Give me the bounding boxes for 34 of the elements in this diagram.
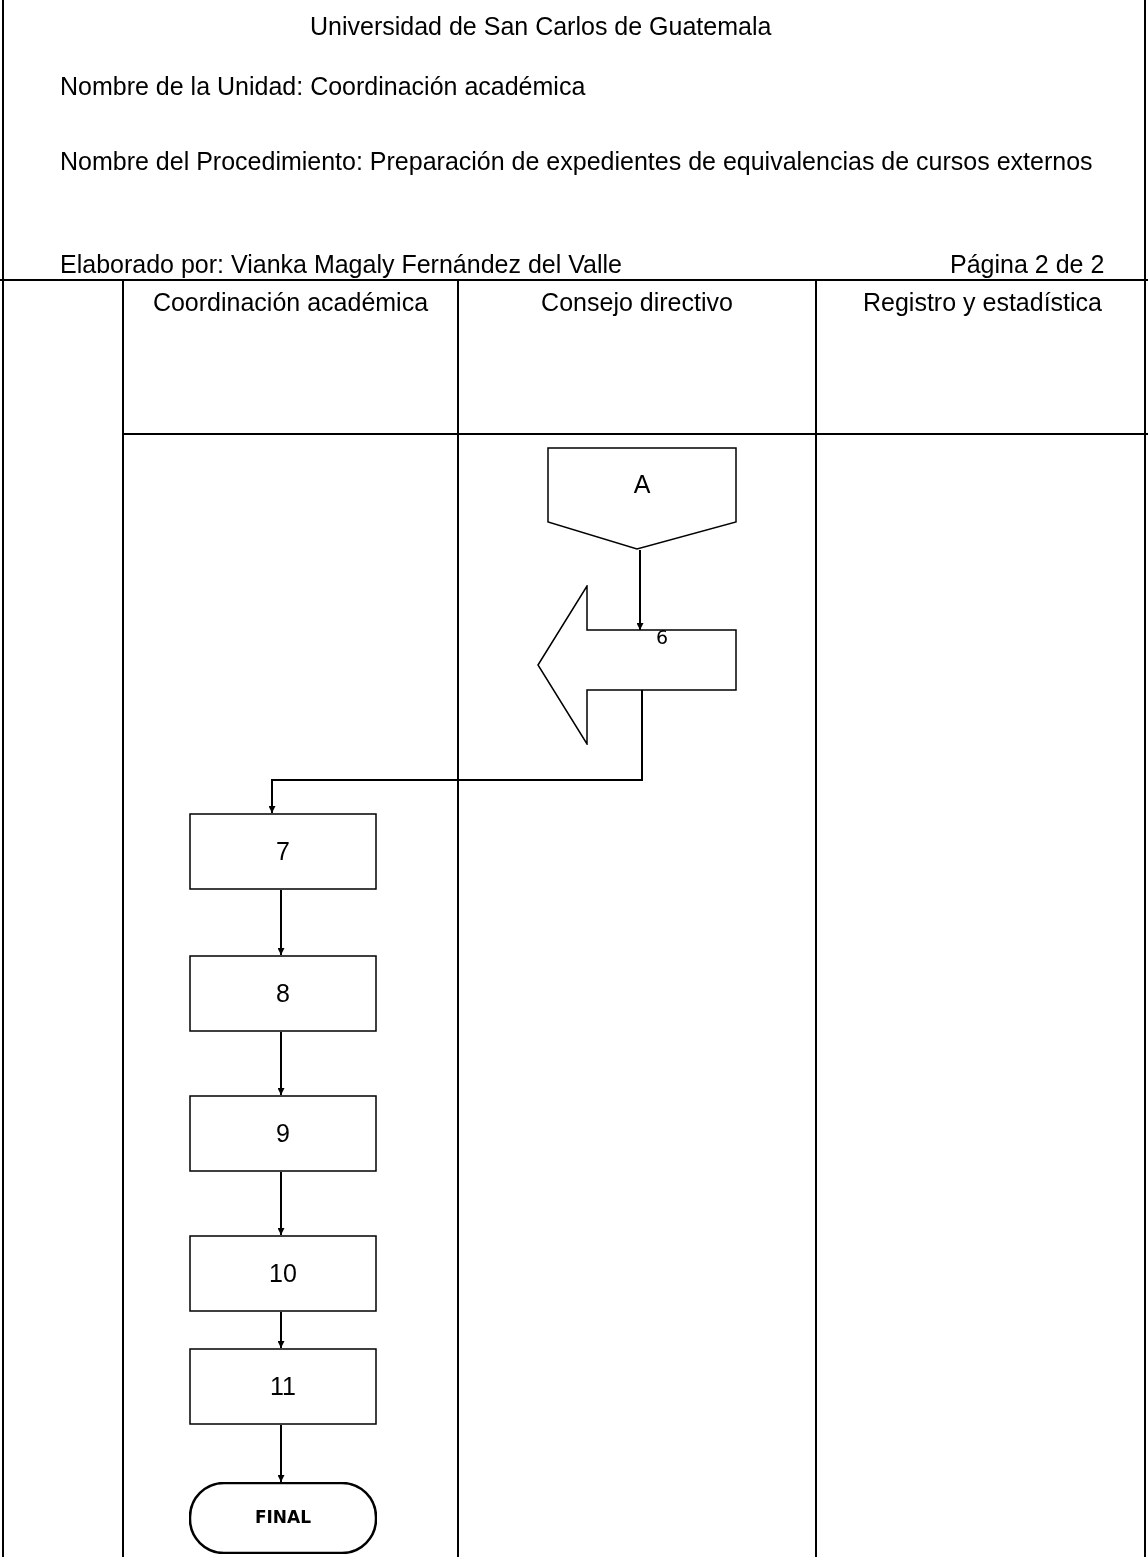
- lane-header: Coordinación académica: [124, 280, 457, 435]
- swimlane: [122, 280, 457, 1557]
- process-box: [189, 1348, 377, 1425]
- header-text: Elaborado por: Vianka Magaly Fernández del Valle: [60, 249, 622, 280]
- step-label: FINAL: [254, 1506, 312, 1530]
- step-label: 11: [270, 1370, 296, 1402]
- arrow: [277, 1311, 285, 1349]
- step-label: 6: [655, 625, 669, 651]
- arrow: [277, 1031, 285, 1096]
- process-box: [189, 955, 377, 1032]
- header-text: Nombre de la Unidad: Coordinación académica: [60, 71, 586, 102]
- step-label: A: [633, 468, 651, 500]
- arrow: [277, 1171, 285, 1236]
- swimlane: [457, 280, 815, 1557]
- process-box: [189, 1235, 377, 1312]
- step-label: 8: [276, 977, 290, 1009]
- step-label: 9: [276, 1117, 290, 1149]
- swimlane: [815, 280, 1148, 1557]
- arrow: [268, 689, 643, 814]
- step-label: 10: [269, 1257, 297, 1289]
- arrow: [636, 549, 644, 631]
- page-number: Página 2 de 2: [950, 249, 1105, 280]
- arrow-shape-step: [537, 585, 737, 745]
- header-text: Nombre del Procedimiento: Preparación de expedientes de equivalencias de cursos externos: [60, 146, 1094, 177]
- step-label: 7: [276, 835, 290, 867]
- process-box: [189, 813, 377, 890]
- arrow: [277, 889, 285, 956]
- terminator: [189, 1482, 377, 1554]
- lane-header: Consejo directivo: [459, 280, 815, 435]
- off-page-connector: [547, 447, 737, 550]
- process-box: [189, 1095, 377, 1172]
- title: Universidad de San Carlos de Guatemala: [310, 11, 772, 42]
- lane-header: Registro y estadística: [817, 280, 1148, 435]
- arrow: [277, 1424, 285, 1483]
